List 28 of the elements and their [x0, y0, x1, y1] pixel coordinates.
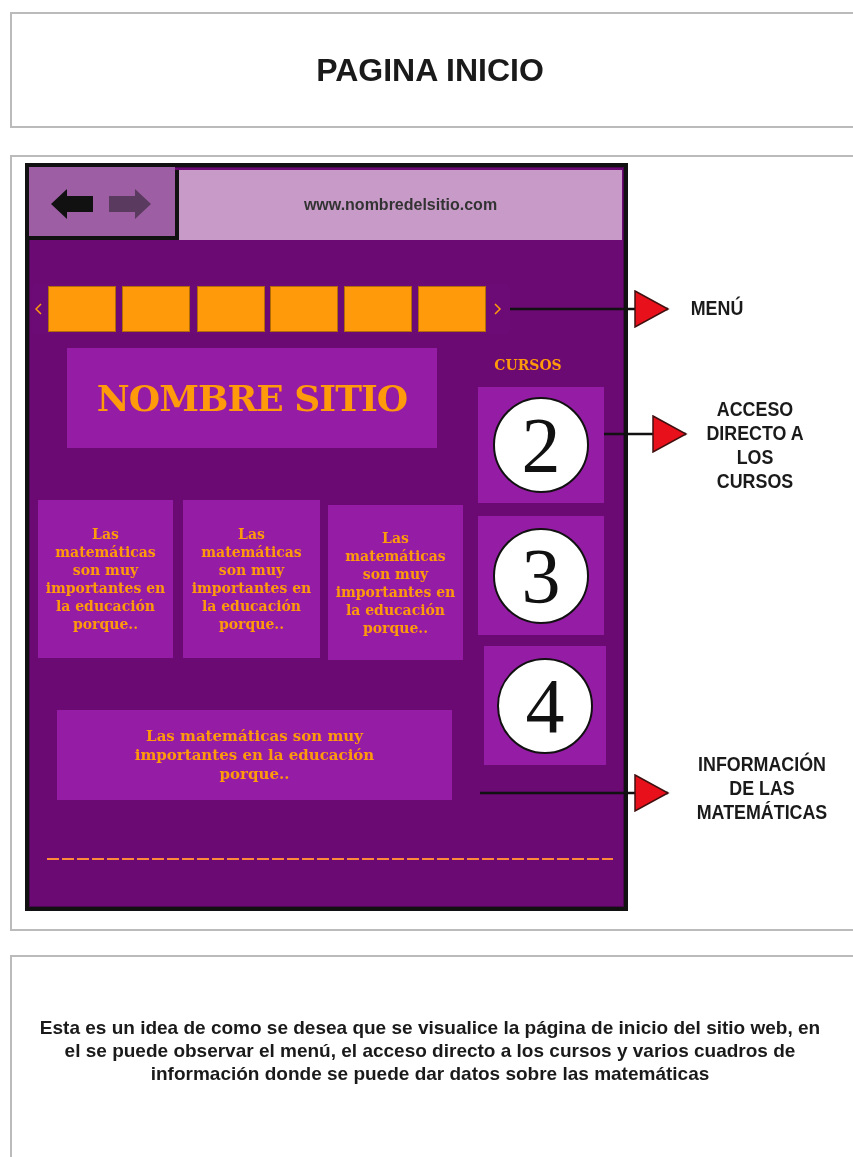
- callout-text: ACCESO DIRECTO A LOS CURSOS: [699, 385, 811, 505]
- browser-window: [25, 163, 628, 911]
- arrow: [480, 774, 669, 812]
- section-heading: CURSOS: [493, 357, 563, 373]
- number-circle: 2: [493, 397, 589, 493]
- arrow: [510, 290, 669, 328]
- info-card: Las matemáticas son muy importantes en la educación porque..: [38, 500, 173, 658]
- menu-item: [48, 286, 116, 332]
- info-card: Las matemáticas son muy importantes en la educación porque..: [57, 710, 452, 800]
- menu-item: [270, 286, 338, 332]
- address-bar: www.nombredelsitio.com: [175, 170, 622, 240]
- title: PAGINA INICIO: [315, 50, 545, 90]
- site-name-banner: NOMBRE SITIO: [67, 348, 437, 448]
- callout-text: INFORMACIÓN DE LAS MATEMÁTICAS: [685, 740, 839, 835]
- course-tile: [484, 646, 606, 765]
- info-card: Las matemáticas son muy importantes en la educación porque..: [328, 505, 463, 660]
- menu-item: [344, 286, 412, 332]
- menu-item: [197, 286, 265, 332]
- course-tile: [478, 516, 604, 635]
- menu-item: [418, 286, 486, 332]
- number-circle: 3: [493, 527, 589, 624]
- course-tile: [478, 387, 604, 503]
- caption: Esta es un idea de como se desea que se visualice la página de inicio del sitio web, en el se puede observar el menú, el acceso directo a los cursos y varios cuadros de información donde se puede dar datos sobre las matemáticas: [38, 1016, 822, 1085]
- callout-text: MENÚ: [678, 288, 756, 328]
- info-card: Las matemáticas son muy importantes en la educación porque..: [183, 500, 320, 658]
- number-circle: 4: [497, 657, 593, 754]
- arrow: [604, 415, 687, 453]
- menu-item: [122, 286, 190, 332]
